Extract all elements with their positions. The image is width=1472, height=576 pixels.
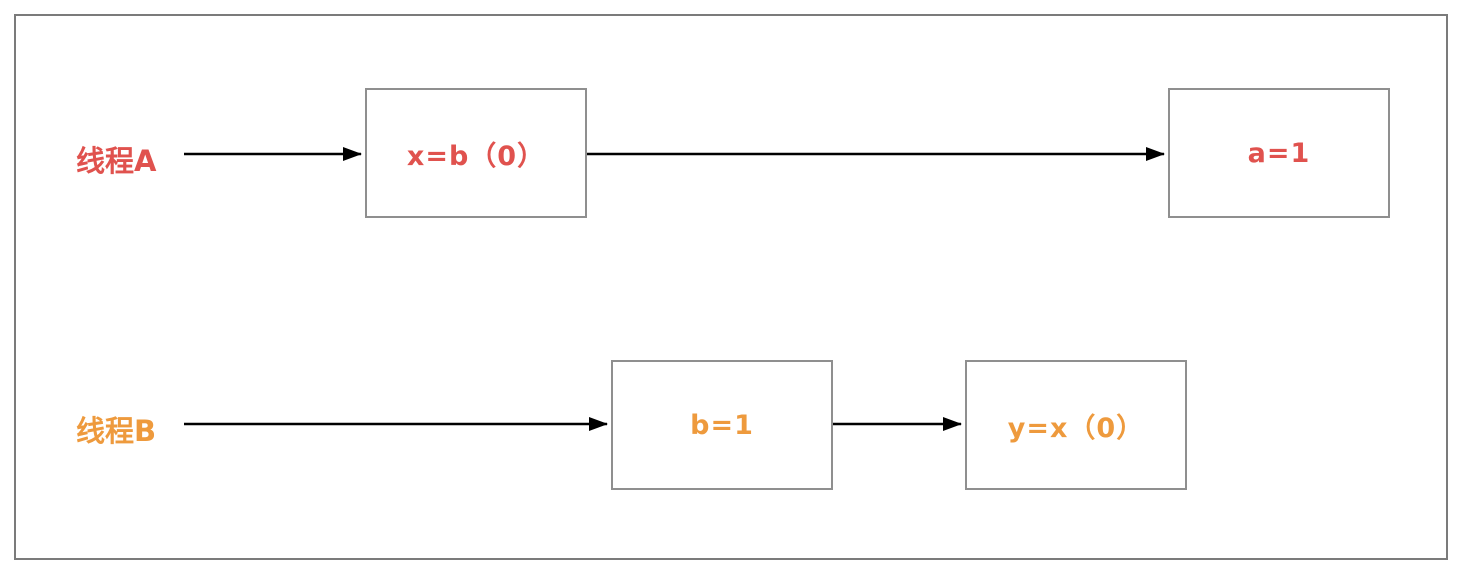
thread-a-label: 线程A bbox=[76, 144, 157, 178]
thread-b-step-2-text: y=x（0） bbox=[1007, 412, 1145, 444]
thread-a-step-1-box: x=b（0） bbox=[365, 88, 587, 218]
thread-b-step-1-text: b=1 bbox=[690, 409, 754, 441]
thread-a-step-2-text: a=1 bbox=[1247, 137, 1311, 169]
thread-a-step-1-text: x=b（0） bbox=[406, 140, 546, 172]
thread-b-step-2-box: y=x（0） bbox=[965, 360, 1187, 490]
thread-b-label: 线程B bbox=[76, 414, 157, 448]
thread-b-step-1-box: b=1 bbox=[611, 360, 833, 490]
thread-a-step-2-box: a=1 bbox=[1168, 88, 1390, 218]
